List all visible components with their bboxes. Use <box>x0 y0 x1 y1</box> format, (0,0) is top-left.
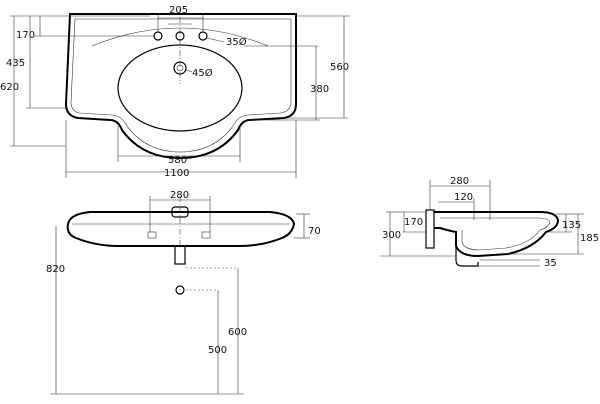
front-view: 280 70 820 600 500 <box>46 190 321 395</box>
dim-rim-to-waste: 435 <box>6 58 25 69</box>
side-view: 280 120 170 300 135 185 35 <box>380 176 599 269</box>
dim-side-overall-depth: 280 <box>450 176 469 187</box>
basin-side-outline <box>434 211 560 258</box>
dim-rim-to-hole: 170 <box>16 30 35 41</box>
dim-rim-thickness: 135 <box>562 220 581 231</box>
tap-hole-left <box>153 31 163 41</box>
dim-hole-height: 170 <box>404 217 423 228</box>
basin-inner-rim <box>70 18 292 153</box>
dim-hole-spacing: 205 <box>169 5 188 16</box>
dim-trap-offset: 35 <box>544 258 557 269</box>
dim-install-height: 820 <box>46 264 65 275</box>
waste-pipe-front <box>174 245 186 265</box>
dim-overall-depth-left: 620 <box>0 82 19 93</box>
dim-wall-to-waste: 120 <box>454 192 473 203</box>
dim-rim-height: 70 <box>308 226 321 237</box>
dim-side-overall-height: 300 <box>382 230 401 241</box>
basin-outline-top <box>64 13 297 160</box>
wall-bracket <box>425 209 435 249</box>
dim-overall-depth-right: 560 <box>330 62 349 73</box>
bowl-oval <box>117 44 243 132</box>
dim-waste-hole-dia: 45Ø <box>192 67 213 79</box>
dim-overall-width: 1100 <box>164 168 189 179</box>
trap-pipe <box>455 246 479 267</box>
waste-outlet-wall <box>175 285 185 295</box>
dim-tap-centers: 280 <box>170 190 189 201</box>
tap-hole-right <box>198 31 208 41</box>
dim-tap-hole-dia: 35Ø <box>226 36 247 48</box>
dim-bowl-width: 580 <box>168 155 187 166</box>
dim-waste-height-upper: 600 <box>228 327 247 338</box>
dim-bowl-depth: 380 <box>310 84 329 95</box>
dim-bowl-height: 185 <box>580 233 599 244</box>
top-view: 205 35Ø 45Ø 170 435 620 560 380 580 <box>0 5 350 179</box>
dim-waste-height-lower: 500 <box>208 345 227 356</box>
